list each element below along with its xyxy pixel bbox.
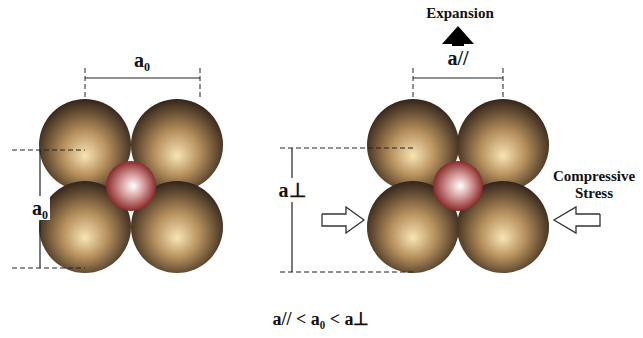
dimension-tick xyxy=(503,68,504,98)
relation-label: a// < a₀ < a⊥ xyxy=(273,310,370,330)
dimension-tick xyxy=(413,68,414,98)
lattice-parameter-label: a₀ xyxy=(134,49,150,71)
solute-atom xyxy=(106,161,156,211)
dimension-tick xyxy=(200,68,201,98)
dimension-line xyxy=(85,77,200,78)
compressive-arrow xyxy=(554,207,600,233)
dimension-tick xyxy=(280,148,413,149)
compressive-stress-label: Compressive Stress xyxy=(552,168,636,201)
unit-cell xyxy=(39,99,223,273)
dimension-tick xyxy=(85,68,86,98)
dimension-line xyxy=(291,148,292,272)
compressive-arrow xyxy=(322,207,364,233)
lattice-parameter-label: a⊥ xyxy=(277,178,308,202)
dimension-tick xyxy=(12,268,85,269)
lattice-parameter-label: a// xyxy=(445,46,470,70)
lattice-parameter-label: a₀ xyxy=(30,196,50,220)
unit-cell xyxy=(367,99,549,273)
dimension-tick xyxy=(12,150,85,151)
dimension-tick xyxy=(280,272,413,273)
dimension-line xyxy=(413,77,503,78)
solute-atom xyxy=(433,161,483,211)
expansion-label: Expansion xyxy=(426,5,494,22)
